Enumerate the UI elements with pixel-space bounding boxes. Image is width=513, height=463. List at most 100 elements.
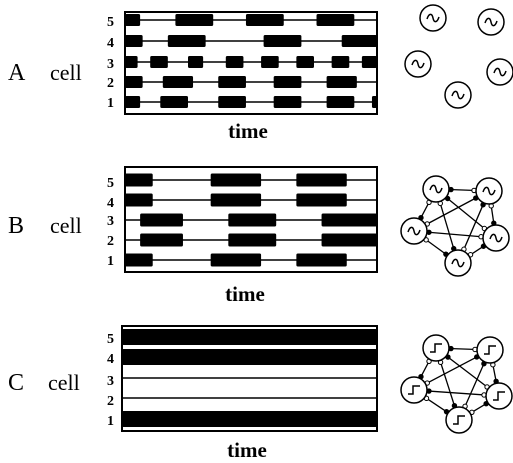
panel-c-row-label-2: 2 [107,394,114,409]
panel-c-raster [121,325,378,432]
panel-a-cell-5-burst-1 [125,14,141,26]
panel-b-cell-1-burst-3 [296,253,347,267]
panel-c-oscillator-3 [400,376,428,404]
panel-c-cell-4-burst-1 [122,349,377,365]
panel-a-cell-2-burst-5 [326,76,357,88]
panel-b-network [400,175,510,277]
panel-b-cell-1-burst-2 [210,253,262,267]
panel-b-cell-3-burst-3 [321,213,377,227]
panel-c-oscillator-5 [445,406,473,434]
panel-a-cell-label: cell [50,60,82,85]
panel-a-cell-1-burst-6 [371,96,377,108]
panel-a-time-label: time [228,119,268,143]
panel-b-coupling-1-4 [445,196,487,231]
panel-b-cell-4-burst-3 [296,193,347,207]
panel-c-coupling-2-5 [463,361,486,409]
panel-b: B cell 5 4 3 2 1 time [8,166,510,306]
sine-wave-icon [489,233,503,243]
panel-b-raster [124,166,378,273]
panel-a-cell-5-burst-4 [316,14,355,26]
panel-a-cell-1-burst-1 [125,96,141,108]
panel-b-cell-label: cell [50,213,82,238]
panel-a-cell-4-burst-3 [263,35,302,47]
step-wave-icon [493,391,505,401]
panel-b-coupling-3-5 [424,238,448,256]
sine-wave-icon [411,59,425,69]
panel-a-cell-1-burst-2 [160,96,188,108]
panel-a-cell-5-burst-3 [245,14,284,26]
panel-b-cell-5-burst-2 [210,173,262,187]
panel-a-raster [124,11,378,115]
panel-c-cell-5-burst-1 [122,329,377,345]
panel-a-letter: A [8,60,26,86]
panel-a-cell-2-burst-1 [125,76,143,88]
sine-wave-icon [451,258,465,268]
panel-c-coupling-3-4 [426,390,487,396]
panel-b-coupling-2-5 [462,202,485,252]
panel-a-cell-3-burst-6 [296,56,314,68]
panel-a-row-label-3: 3 [107,57,114,72]
panel-c-letter: C [8,370,24,396]
panel-b-cell-5-burst-3 [296,173,347,187]
panel-a-cell-3-burst-1 [125,56,138,68]
panel-c-oscillator-4 [485,382,513,410]
panel-b-row-label-2: 2 [107,234,114,249]
sine-wave-icon [407,226,421,236]
panel-b-row-label-3: 3 [107,214,114,229]
panel-c-row-label-3: 3 [107,374,114,389]
panel-c-coupling-1-5 [439,360,456,408]
panel-a-row-labels: 5 4 3 2 1 [107,15,114,111]
panel-a-row-label-4: 4 [107,36,114,51]
panel-c-cell-1-burst-1 [122,411,377,427]
panel-a-cell-1-burst-3 [218,96,246,108]
panel-b-row-label-5: 5 [107,176,114,191]
sine-wave-icon [426,13,440,23]
panel-c-time-label: time [227,438,267,462]
step-wave-icon [484,345,496,355]
panel-a-row-label-5: 5 [107,15,114,30]
panel-b-row-label-1: 1 [107,254,114,269]
panel-b-cell-2-burst-3 [321,233,377,247]
panel-c: C cell 5 4 3 2 1 time [8,325,513,462]
step-wave-icon [453,415,465,425]
panel-b-cell-4-burst-2 [210,193,262,207]
panel-c-coupling-1-4 [445,355,490,389]
sine-wave-icon [493,67,507,77]
panel-a-cell-1-burst-4 [273,96,302,108]
sine-wave-icon [482,186,496,196]
panel-c-row-label-1: 1 [107,414,114,429]
panel-a-cell-3-burst-2 [150,56,168,68]
panel-c-cell-label: cell [48,370,80,395]
panel-c-oscillator-1 [422,334,450,362]
panel-b-cell-2-burst-1 [140,233,183,247]
step-wave-icon [408,385,420,395]
panel-c-row-label-5: 5 [107,332,114,347]
panel-b-row-label-4: 4 [107,196,114,211]
panel-a-cell-3-burst-3 [188,56,204,68]
step-wave-icon [430,343,442,353]
panel-a-cell-2-burst-2 [162,76,194,88]
panel-a-cell-4-burst-1 [125,35,143,47]
panel-b-row-labels: 5 4 3 2 1 [107,176,114,269]
panel-b-cell-4-burst-1 [125,193,153,207]
panel-b-cell-3-burst-1 [140,213,183,227]
panel-a-cell-2-burst-3 [218,76,246,88]
panel-b-cell-2-burst-2 [228,233,277,247]
panel-b-cell-5-burst-1 [125,173,153,187]
panel-b-coupling-3-4 [426,231,484,238]
panel-a-row-label-1: 1 [107,96,114,111]
sine-wave-icon [484,17,498,27]
panel-a-cell-2-burst-4 [273,76,302,88]
panel-a-cell-3-burst-7 [331,56,350,68]
panel-c-row-label-4: 4 [107,352,114,367]
panel-b-cell-1-burst-1 [125,253,153,267]
panel-a-cell-5-burst-2 [175,14,214,26]
panel-a-row-label-2: 2 [107,76,114,91]
panel-c-network [400,334,513,434]
panel-a-cell-4-burst-4 [341,35,377,47]
panel-a-cell-3-burst-4 [225,56,244,68]
panel-a-cell-3-burst-8 [361,56,377,68]
panel-b-letter: B [8,213,24,239]
panel-b-cell-3-burst-2 [228,213,277,227]
